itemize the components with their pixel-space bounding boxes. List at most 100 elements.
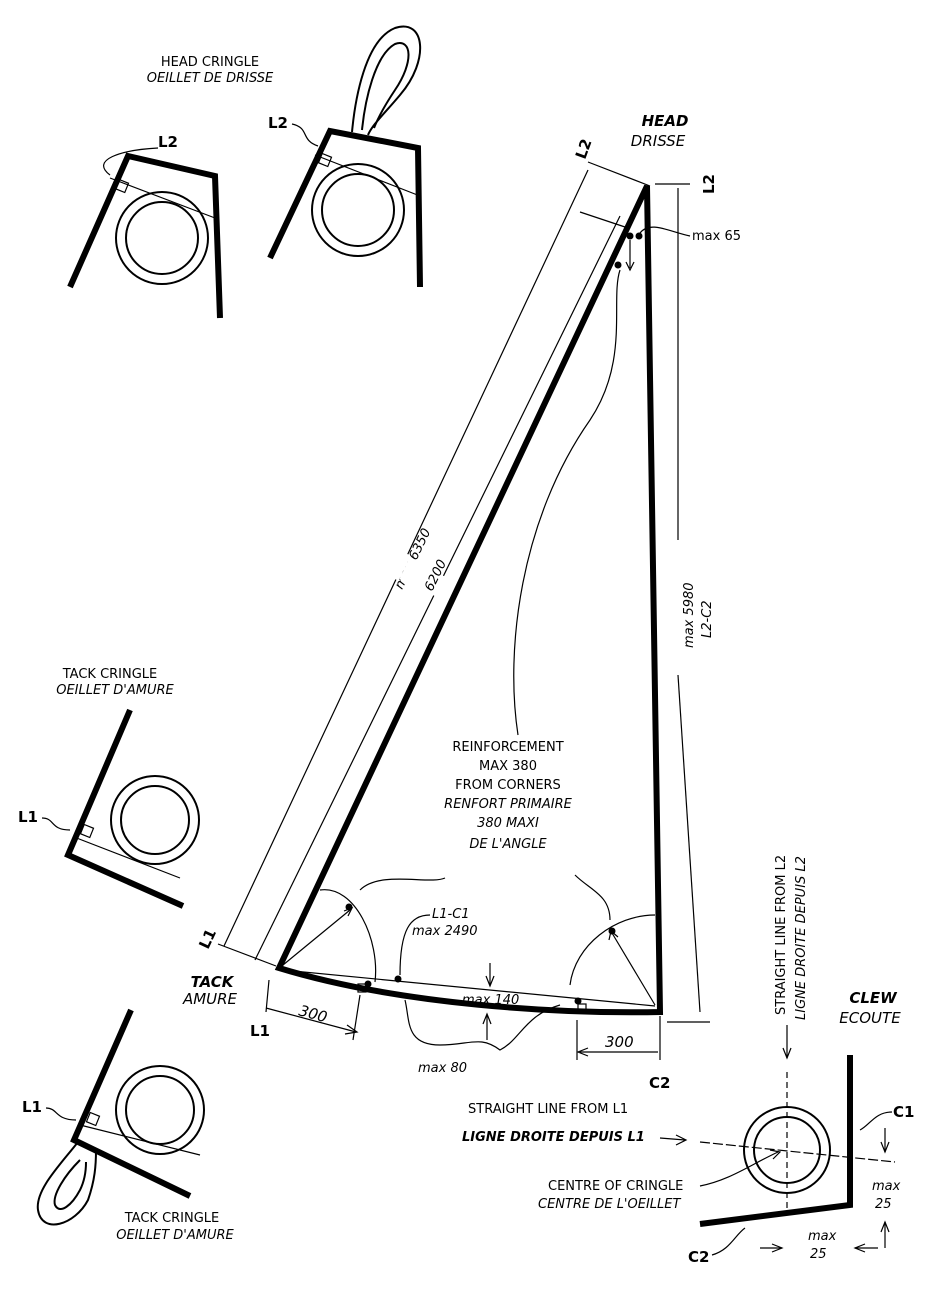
- centre-en: CENTRE OF CRINGLE: [548, 1179, 683, 1194]
- horizontal-reference: [699, 1141, 896, 1163]
- right-angle-mark: [85, 1111, 101, 1127]
- clew-detail: CLEW ECOUTE STRAIGHT LINE FROM L2 LIGNE …: [462, 855, 914, 1266]
- right-angle-mark: [114, 178, 130, 194]
- c2-detail-label: C2: [688, 1248, 709, 1266]
- cringle-ring-outer: [311, 163, 405, 257]
- arrow-head: [853, 1243, 866, 1253]
- reinforcement-callout: REINFORCEMENT MAX 380 FROM CORNERS RENFO…: [359, 269, 621, 921]
- clew-subtitle: ECOUTE: [839, 1009, 901, 1027]
- head-cringle-subtitle: OEILLET DE DRISSE: [147, 71, 274, 86]
- max-label-a: max: [872, 1179, 901, 1194]
- label-mask: [399, 559, 451, 599]
- max5980-label: max 5980: [682, 582, 697, 648]
- cringle-ring-inner: [321, 173, 395, 247]
- sail-outline: [274, 184, 664, 1016]
- measure-point: [394, 975, 402, 983]
- measure-point: [608, 927, 616, 935]
- tack-cringle-2-subtitle: OEILLET D'AMURE: [116, 1228, 234, 1243]
- cringle-ring-outer: [115, 1065, 205, 1155]
- dim-tick: [352, 994, 361, 1041]
- luff-dimensions: max 6350 6200: [217, 169, 629, 967]
- tack-cringle-corner-2: [70, 1008, 192, 1199]
- dim-tick: [217, 943, 277, 967]
- cringle-ring-outer: [743, 1106, 831, 1194]
- leader-line-to-head: [513, 269, 621, 736]
- tack-title: TACK: [191, 973, 235, 991]
- arrow-line: [659, 1137, 686, 1141]
- reinforcement-arc: [319, 889, 377, 983]
- leader-line: [711, 1227, 746, 1256]
- brace: [404, 999, 561, 1051]
- measure-point: [614, 261, 622, 269]
- max65-label: max 65: [692, 229, 741, 244]
- arrow-head: [485, 975, 495, 988]
- leader-line: [291, 123, 319, 147]
- tack-cringle-1-l1-label: L1: [18, 808, 38, 826]
- right-angle-mark: [357, 983, 367, 993]
- reinforcement-line-2: MAX 380: [479, 759, 537, 774]
- head-title: HEAD: [642, 112, 689, 130]
- c1-label: C1: [893, 1103, 914, 1121]
- head-loop-inner: [361, 42, 410, 131]
- tack-cringle-detail-1: TACK CRINGLE OEILLET D'AMURE L1: [18, 667, 200, 909]
- tack-labels: TACK AMURE L1 L1: [182, 926, 270, 1040]
- tack-cringle-1-subtitle: OEILLET D'AMURE: [56, 683, 174, 698]
- arrow-head: [769, 1149, 782, 1160]
- tack-loop-inner: [53, 1159, 87, 1210]
- leader-line-to-tack: [359, 877, 446, 891]
- max-val-a: 25: [875, 1197, 892, 1212]
- head-cringle-corner-2: [267, 127, 423, 288]
- leader-line: [103, 147, 159, 176]
- radius-line: [611, 932, 656, 1006]
- arrow-head: [675, 1134, 688, 1146]
- clew-corner: [699, 1055, 853, 1227]
- l2c2-label: L2-C2: [700, 600, 715, 638]
- radius-line: [282, 909, 351, 966]
- leader-line: [45, 1107, 77, 1121]
- leader-line: [399, 914, 431, 976]
- leader-line: [41, 817, 71, 831]
- straight-l2-fr: LIGNE DROITE DEPUIS L2: [794, 856, 809, 1020]
- d300-right-label: 300: [605, 1033, 634, 1051]
- leech-dimension: max 5980 L2-C2: [667, 188, 715, 1023]
- arrow-head: [576, 1047, 589, 1057]
- cringle-ring-inner: [753, 1116, 821, 1184]
- leader-line: [859, 1111, 893, 1131]
- cringle-ring-inner: [120, 785, 190, 855]
- clew-corner-reinforcement: [569, 914, 656, 1013]
- head-labels: HEAD DRISSE L2 L2 max 65: [572, 112, 741, 272]
- reinforcement-line-6: DE L'ANGLE: [469, 837, 547, 852]
- max-val-b: 25: [810, 1247, 827, 1262]
- head-cringle-detail-2: L2: [267, 25, 423, 288]
- head-l2-top-label: L2: [572, 136, 596, 161]
- dim-tick: [265, 979, 270, 1013]
- arrow-head: [344, 1024, 359, 1035]
- max2490-label: max 2490: [412, 924, 478, 939]
- tack-corner-reinforcement: [282, 889, 402, 993]
- cringle-ring-outer: [115, 191, 209, 285]
- dim-tick: [579, 211, 629, 229]
- measure-point: [635, 232, 643, 240]
- head-l2-right-label: L2: [700, 174, 718, 194]
- measure-point: [626, 232, 634, 240]
- measure-point: [345, 903, 353, 911]
- tack-l1-bottom-label: L1: [250, 1022, 270, 1040]
- head-cringle-corner-1: [67, 152, 223, 319]
- head-tick: [587, 161, 651, 187]
- clew-c2-label: C2: [649, 1074, 670, 1092]
- clew-title: CLEW: [849, 989, 898, 1007]
- reinforcement-line-4: RENFORT PRIMAIRE: [444, 797, 572, 812]
- measure-point: [574, 997, 582, 1005]
- foot-round-dimension: max 140: [462, 963, 519, 1040]
- max5980-dim-line-lower: [677, 674, 701, 1013]
- arrow-head: [771, 1243, 784, 1253]
- head-subtitle: DRISSE: [631, 132, 686, 150]
- d300-left-label: 300: [297, 1001, 329, 1026]
- right-angle-mark: [577, 1003, 587, 1013]
- max140-label: max 140: [462, 993, 519, 1008]
- tack-cringle-detail-2: L1 TACK CRINGLE OEILLET D'AMURE: [22, 1008, 235, 1243]
- l1c1-label: L1-C1: [432, 907, 470, 922]
- tack-l1-left-label: L1: [195, 926, 220, 952]
- leader-line: [639, 226, 691, 237]
